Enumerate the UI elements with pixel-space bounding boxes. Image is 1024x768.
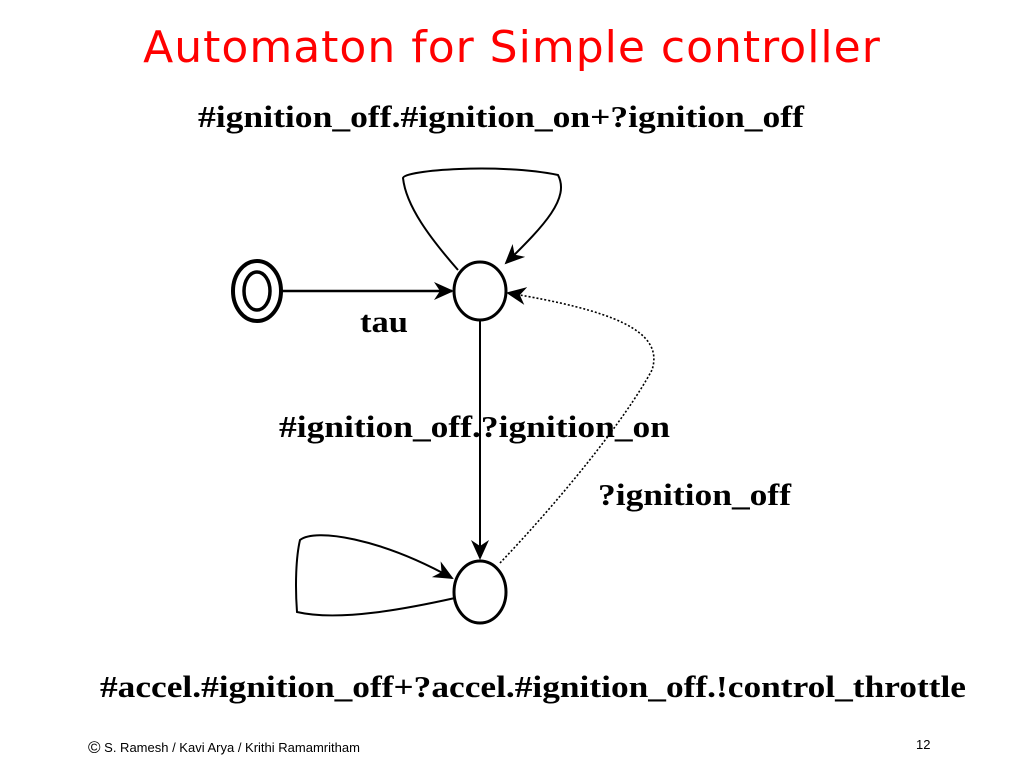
page-number: 12 [916, 737, 931, 752]
top-self-loop-label: #ignition_off.#ignition_on+?ignition_off [198, 99, 805, 134]
up-transition-arrow [499, 287, 655, 564]
copyright-symbol: © [88, 738, 101, 757]
up-transition-label: ?ignition_off [598, 477, 792, 512]
top-self-loop-arrow [401, 167, 563, 271]
initial-transition-label: tau [360, 304, 408, 339]
footer-credits: © S. Ramesh / Kavi Arya / Krithi Ramamri… [88, 738, 360, 758]
down-transition-label: #ignition_off.?ignition_on [279, 409, 670, 444]
bottom-self-loop-arrow [295, 534, 456, 617]
slide-title: Automaton for Simple controller [143, 22, 881, 73]
state-1 [452, 260, 508, 322]
state-2 [452, 559, 508, 625]
initial-state [231, 259, 283, 323]
footer-authors: S. Ramesh / Kavi Arya / Krithi Ramamrith… [104, 740, 360, 755]
bottom-self-loop-label: #accel.#ignition_off+?accel.#ignition_of… [100, 669, 966, 704]
